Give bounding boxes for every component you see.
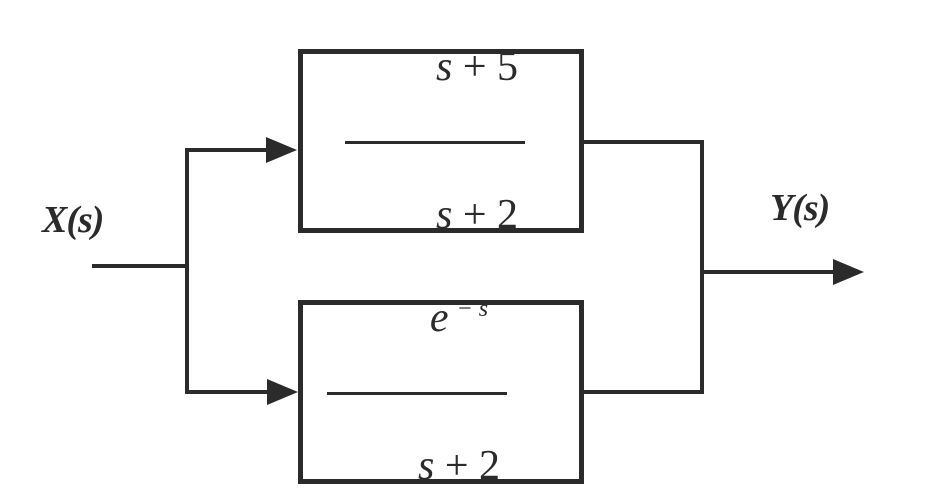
- denominator-rest: + 2: [434, 442, 501, 489]
- top-block-denominator: s + 2: [345, 149, 525, 281]
- input-signal-line: [92, 264, 189, 268]
- numerator-variable: s: [435, 44, 453, 91]
- fraction-bar: [344, 140, 526, 144]
- bottom-block-denominator: s + 2: [327, 400, 507, 504]
- output-join-vertical-line: [700, 140, 704, 394]
- bottom-output-line: [579, 390, 704, 394]
- denominator-rest: + 2: [452, 191, 519, 238]
- input-signal-label: X(s): [42, 199, 104, 241]
- denominator-variable: s: [435, 191, 453, 238]
- fraction-bar: [326, 391, 508, 395]
- top-branch-line: [185, 148, 267, 152]
- top-block-numerator: s + 5: [345, 1, 525, 133]
- numerator-exponent: − s: [456, 296, 489, 323]
- bottom-block-numerator: e− s: [339, 252, 495, 384]
- transfer-block-bottom: e − s s + 2: [298, 296, 584, 488]
- top-block-fraction: s + 5 s + 2: [344, 1, 526, 281]
- output-signal-label: Y(s): [770, 187, 830, 229]
- top-input-arrowhead-icon: [266, 137, 297, 163]
- bottom-input-arrowhead-icon: [267, 379, 298, 405]
- denominator-variable: s: [417, 442, 435, 489]
- top-output-line: [579, 140, 704, 144]
- branch-vertical-line: [185, 148, 189, 394]
- bottom-block-fraction: e − s s + 2: [326, 252, 508, 504]
- numerator-rest: + 5: [452, 44, 519, 91]
- numerator-base: e: [429, 295, 449, 342]
- bottom-branch-line: [185, 390, 268, 394]
- transfer-block-top: s + 5 s + 2: [298, 45, 584, 237]
- output-signal-line: [704, 270, 834, 274]
- output-arrowhead-icon: [833, 259, 864, 285]
